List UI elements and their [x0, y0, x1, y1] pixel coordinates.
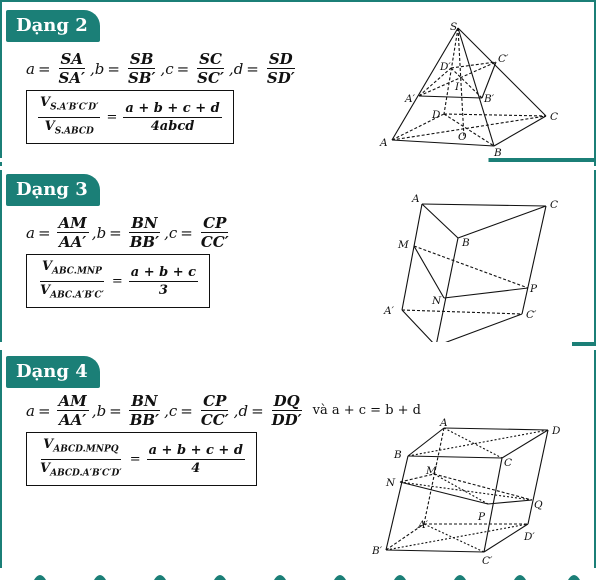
- vertex-label: N: [385, 477, 396, 489]
- vertex-label: P: [529, 283, 538, 295]
- section-divider: [0, 342, 596, 346]
- decorative-wave-footer: [34, 575, 580, 580]
- section-title: Dạng 3: [6, 174, 100, 206]
- section-divider: [0, 158, 596, 162]
- vertex-label: M: [397, 239, 409, 251]
- volume-fraction: VS.A′B′C′D′ VS.ABCD: [38, 95, 101, 137]
- vertex-label: B: [461, 237, 470, 249]
- vertex-label: C: [504, 457, 512, 469]
- section-frame: [0, 350, 596, 568]
- vertex-label: D: [551, 425, 561, 437]
- vertex-label: A: [439, 417, 448, 429]
- vertex-label: A: [379, 137, 388, 149]
- section-title: Dạng 2: [6, 10, 100, 42]
- ratio-a: a=: [26, 59, 51, 78]
- vertex-label: D: [431, 109, 441, 121]
- vertex-label: N: [431, 295, 442, 307]
- section-title: Dạng 4: [6, 356, 100, 388]
- vertex-label: A′: [417, 519, 429, 531]
- vertex-label: B: [493, 147, 502, 158]
- vertex-label: A′: [383, 305, 395, 317]
- section-frame: [0, 0, 596, 166]
- vertex-label: Q: [534, 499, 543, 511]
- vertex-label: A′: [404, 93, 416, 105]
- vertex-label: S: [450, 21, 457, 33]
- vertex-label: C′: [526, 309, 537, 321]
- vertex-label: C′: [482, 555, 493, 566]
- vertex-label: B: [393, 449, 402, 461]
- vertex-label: M: [425, 465, 437, 477]
- pyramid-figure: S D′ C′ I A′ B′ D C O A B: [379, 21, 558, 158]
- condition-note: và a + c = b + d: [312, 403, 421, 418]
- volume-ratio-box: VABCD.MNPQ VABCD.A′B′C′D′ = a + b + c + …: [26, 432, 257, 487]
- vertex-label: I: [454, 81, 460, 93]
- section-frame: [0, 170, 596, 346]
- vertex-label: C: [550, 111, 558, 123]
- volume-fraction: VABCD.MNPQ VABCD.A′B′C′D′: [40, 437, 122, 479]
- vertex-label: O: [458, 131, 467, 143]
- vertex-label: P: [477, 511, 486, 523]
- vertex-label: C′: [498, 53, 509, 65]
- vertex-label: B′: [483, 93, 495, 105]
- vertex-label: D′: [439, 61, 451, 73]
- parallelepiped-figure: A D B C M N Q A′ P D′ B′ C′: [372, 417, 561, 566]
- vertex-label: A: [411, 193, 420, 205]
- prism-figure: A C M B N P A′ C′: [383, 193, 558, 346]
- volume-fraction: VABC.MNP VABC.A′B′C′: [39, 259, 104, 301]
- vertex-label: C: [550, 199, 558, 211]
- vertex-label: D′: [523, 531, 535, 543]
- vertex-label: B′: [372, 545, 383, 557]
